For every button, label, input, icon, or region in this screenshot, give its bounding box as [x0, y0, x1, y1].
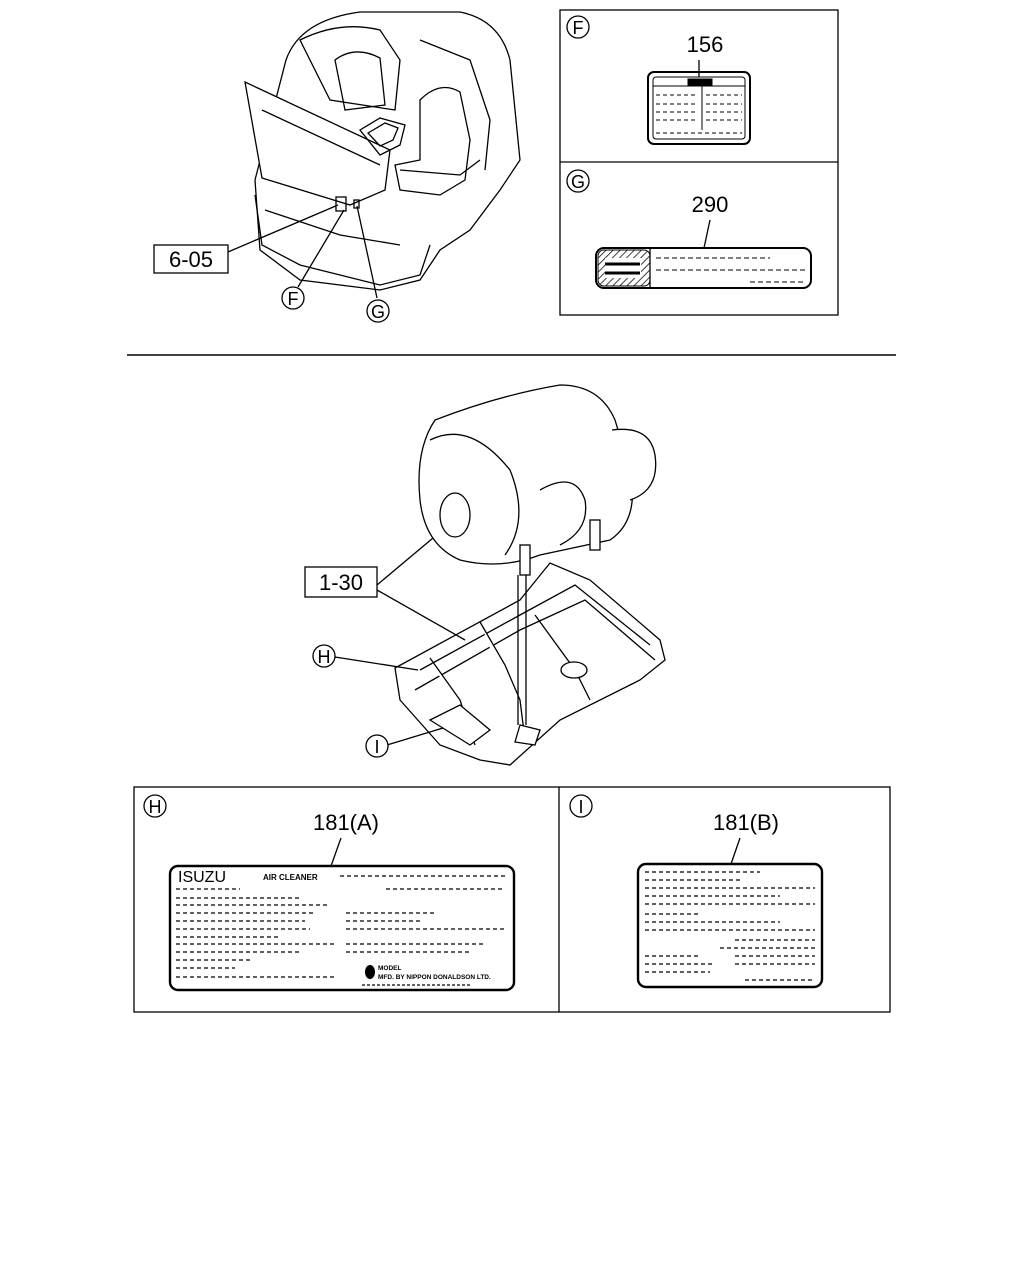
panel-i: I 181(B) — [569, 794, 824, 989]
label-181a-maker: MFD. BY NIPPON DONALDSON LTD. — [378, 974, 491, 981]
panel-h-letter-circle — [143, 794, 167, 818]
callout-f-text: F — [288, 289, 299, 309]
panel-h-part-number: 181(A) — [313, 810, 379, 835]
air-cleaner-illustration — [394, 384, 666, 766]
panel-f-part-number: 156 — [687, 32, 724, 57]
donaldson-logo-icon — [365, 965, 375, 979]
cab-ref-callout[interactable]: 6-05 — [153, 244, 229, 274]
label-181a-drawing: ISUZU AIR CLEANER — [168, 864, 516, 992]
panel-h: H 181(A) ISUZU AIR CLEANER — [143, 794, 516, 992]
panel-i-part-number: 181(B) — [713, 810, 779, 835]
label-156-drawing — [647, 71, 751, 145]
cleaner-ref-text: 1-30 — [319, 570, 363, 595]
cleaner-ref-callout[interactable]: 1-30 — [304, 566, 378, 598]
panel-g-letter-circle — [566, 169, 590, 193]
cab-leader-lines — [227, 204, 378, 299]
panel-g-part-number: 290 — [692, 192, 729, 217]
panel-i-letter: I — [578, 797, 583, 817]
callout-f-circle[interactable]: F — [281, 286, 305, 310]
panel-f-letter-circle — [566, 15, 590, 39]
cab-illustration — [244, 11, 521, 291]
callout-g-circle[interactable]: G — [366, 299, 390, 323]
cab-ref-text: 6-05 — [169, 247, 213, 272]
panel-g: G 290 — [566, 169, 812, 289]
label-181a-product: AIR CLEANER — [263, 873, 318, 882]
label-181a-model: MODEL — [378, 965, 402, 972]
panel-h-letter: H — [149, 797, 162, 817]
cleaner-leader-lines — [334, 537, 466, 746]
callout-g-text: G — [371, 302, 385, 322]
callout-i-text: I — [374, 737, 379, 757]
callout-h-text: H — [318, 647, 331, 667]
panel-i-letter-circle — [569, 794, 593, 818]
panel-fg-frame — [559, 9, 839, 316]
panel-f: F 156 — [566, 15, 751, 145]
label-181a-brand: ISUZU — [178, 869, 226, 886]
callout-i-circle[interactable]: I — [365, 734, 389, 758]
panel-f-letter: F — [573, 18, 584, 38]
panel-hi-frame — [133, 786, 891, 1013]
callout-h-circle[interactable]: H — [312, 644, 336, 668]
label-290-drawing — [595, 247, 812, 289]
panel-g-letter: G — [571, 172, 585, 192]
label-181b-drawing — [636, 862, 824, 989]
